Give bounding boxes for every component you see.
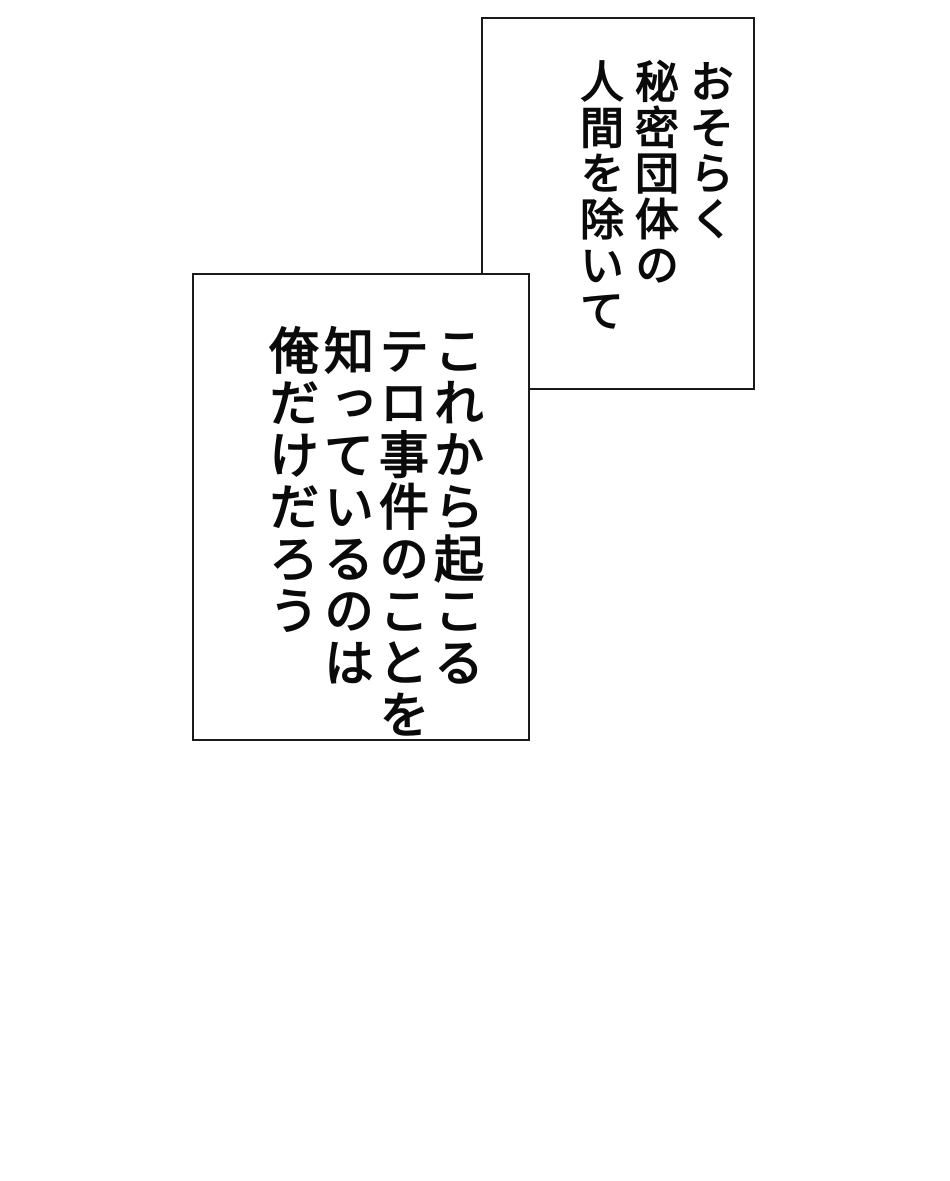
upper-balloon-text: おそらく 秘密団体の 人間を除いて [564, 59, 733, 334]
lower-speech-balloon: これから起こる テロ事件のことを 知っているのは 俺だけだろう [192, 273, 530, 741]
lower-balloon-column-2: テロ事件のことを [371, 325, 429, 741]
lower-balloon-column-1: これから起こる [426, 325, 484, 689]
lower-balloon-column-3: 知っているのは [316, 325, 374, 689]
upper-balloon-column-3: 人間を除いて [572, 59, 623, 334]
lower-balloon-column-4: 俺だけだろう [261, 325, 319, 637]
upper-balloon-column-2: 秘密団体の [627, 59, 678, 288]
lower-balloon-text: これから起こる テロ事件のことを 知っているのは 俺だけだろう [260, 325, 484, 741]
upper-balloon-column-1: おそらく [682, 59, 733, 243]
